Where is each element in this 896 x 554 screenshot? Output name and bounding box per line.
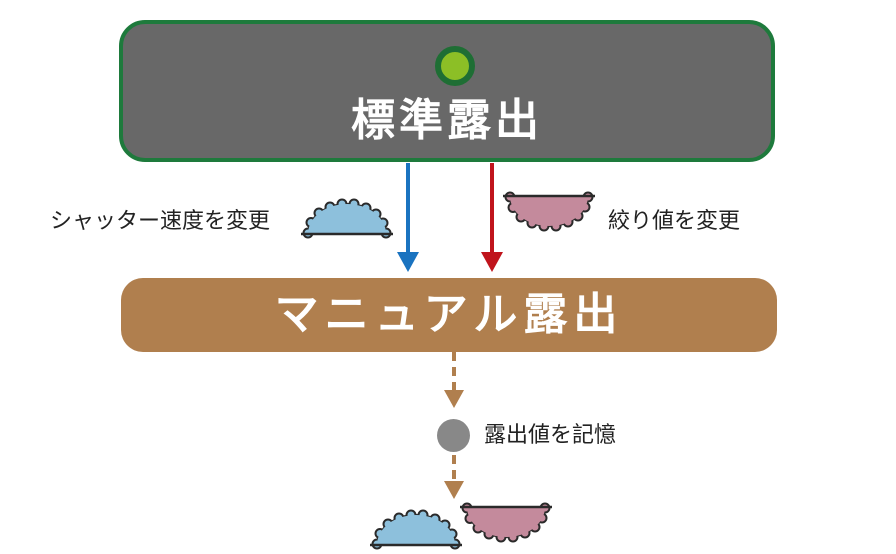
green-circle-icon — [435, 46, 475, 86]
memorize-exposure-label: 露出値を記憶 — [484, 423, 617, 448]
manual-exposure-node: マニュアル露出 — [121, 278, 777, 352]
aperture-change-label: 絞り値を変更 — [608, 209, 741, 234]
aperture-arrow — [481, 163, 503, 272]
manual-exposure-title: マニュアル露出 — [274, 289, 624, 340]
standard-exposure-node: 標準露出 — [119, 20, 775, 162]
bottom-aperture-dial-icon — [460, 504, 552, 542]
bottom-shutter-dial-icon — [368, 509, 464, 550]
dashed-arrow-top — [444, 352, 464, 408]
dashed-arrow-bottom — [444, 455, 464, 499]
aperture-dial-icon — [503, 193, 595, 231]
shutter-change-label: シャッター速度を変更 — [50, 209, 271, 234]
standard-exposure-title: 標準露出 — [351, 95, 543, 146]
shutter-arrow — [397, 163, 419, 272]
gray-circle-icon — [437, 419, 470, 452]
shutter-dial-icon — [299, 198, 395, 239]
